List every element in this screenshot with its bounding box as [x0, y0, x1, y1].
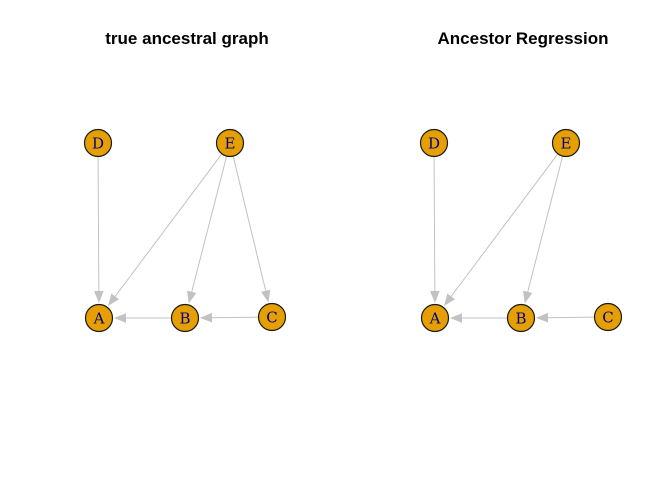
- panel-title-ancestor-regression: Ancestor Regression: [437, 29, 609, 48]
- arrowhead-D-A: [430, 290, 440, 304]
- edge-D-A: [433, 156, 436, 292]
- node-D: [83, 128, 113, 158]
- node-C: [593, 302, 623, 332]
- arrowhead-B-A: [450, 313, 462, 323]
- node-A: [84, 303, 114, 333]
- edge-E-A: [114, 153, 223, 297]
- node-E: [551, 128, 581, 158]
- edge-E-C: [232, 156, 267, 291]
- node-E: [215, 128, 245, 158]
- node-B: [170, 303, 200, 333]
- node-A: [420, 303, 450, 333]
- arrowhead-C-B: [199, 312, 213, 323]
- arrowhead-C-B: [535, 312, 549, 323]
- edge-D-A: [97, 156, 100, 292]
- arrowhead-B-A: [114, 313, 126, 323]
- edge-E-B: [191, 155, 228, 292]
- arrowhead-E-A: [107, 293, 120, 306]
- arrowhead-E-A: [443, 293, 456, 306]
- arrowhead-E-B: [187, 290, 197, 304]
- edge-E-A: [450, 153, 559, 297]
- edge-E-B: [527, 155, 564, 292]
- node-B: [506, 303, 536, 333]
- arrowhead-E-B: [523, 290, 533, 304]
- arrowhead-D-A: [94, 290, 104, 304]
- node-D: [419, 128, 449, 158]
- arrowhead-E-C: [260, 289, 271, 303]
- edge-C-B: [547, 316, 595, 319]
- panel-title-true-ancestral-graph: true ancestral graph: [105, 29, 269, 48]
- edge-C-B: [211, 316, 259, 319]
- node-C: [257, 302, 287, 332]
